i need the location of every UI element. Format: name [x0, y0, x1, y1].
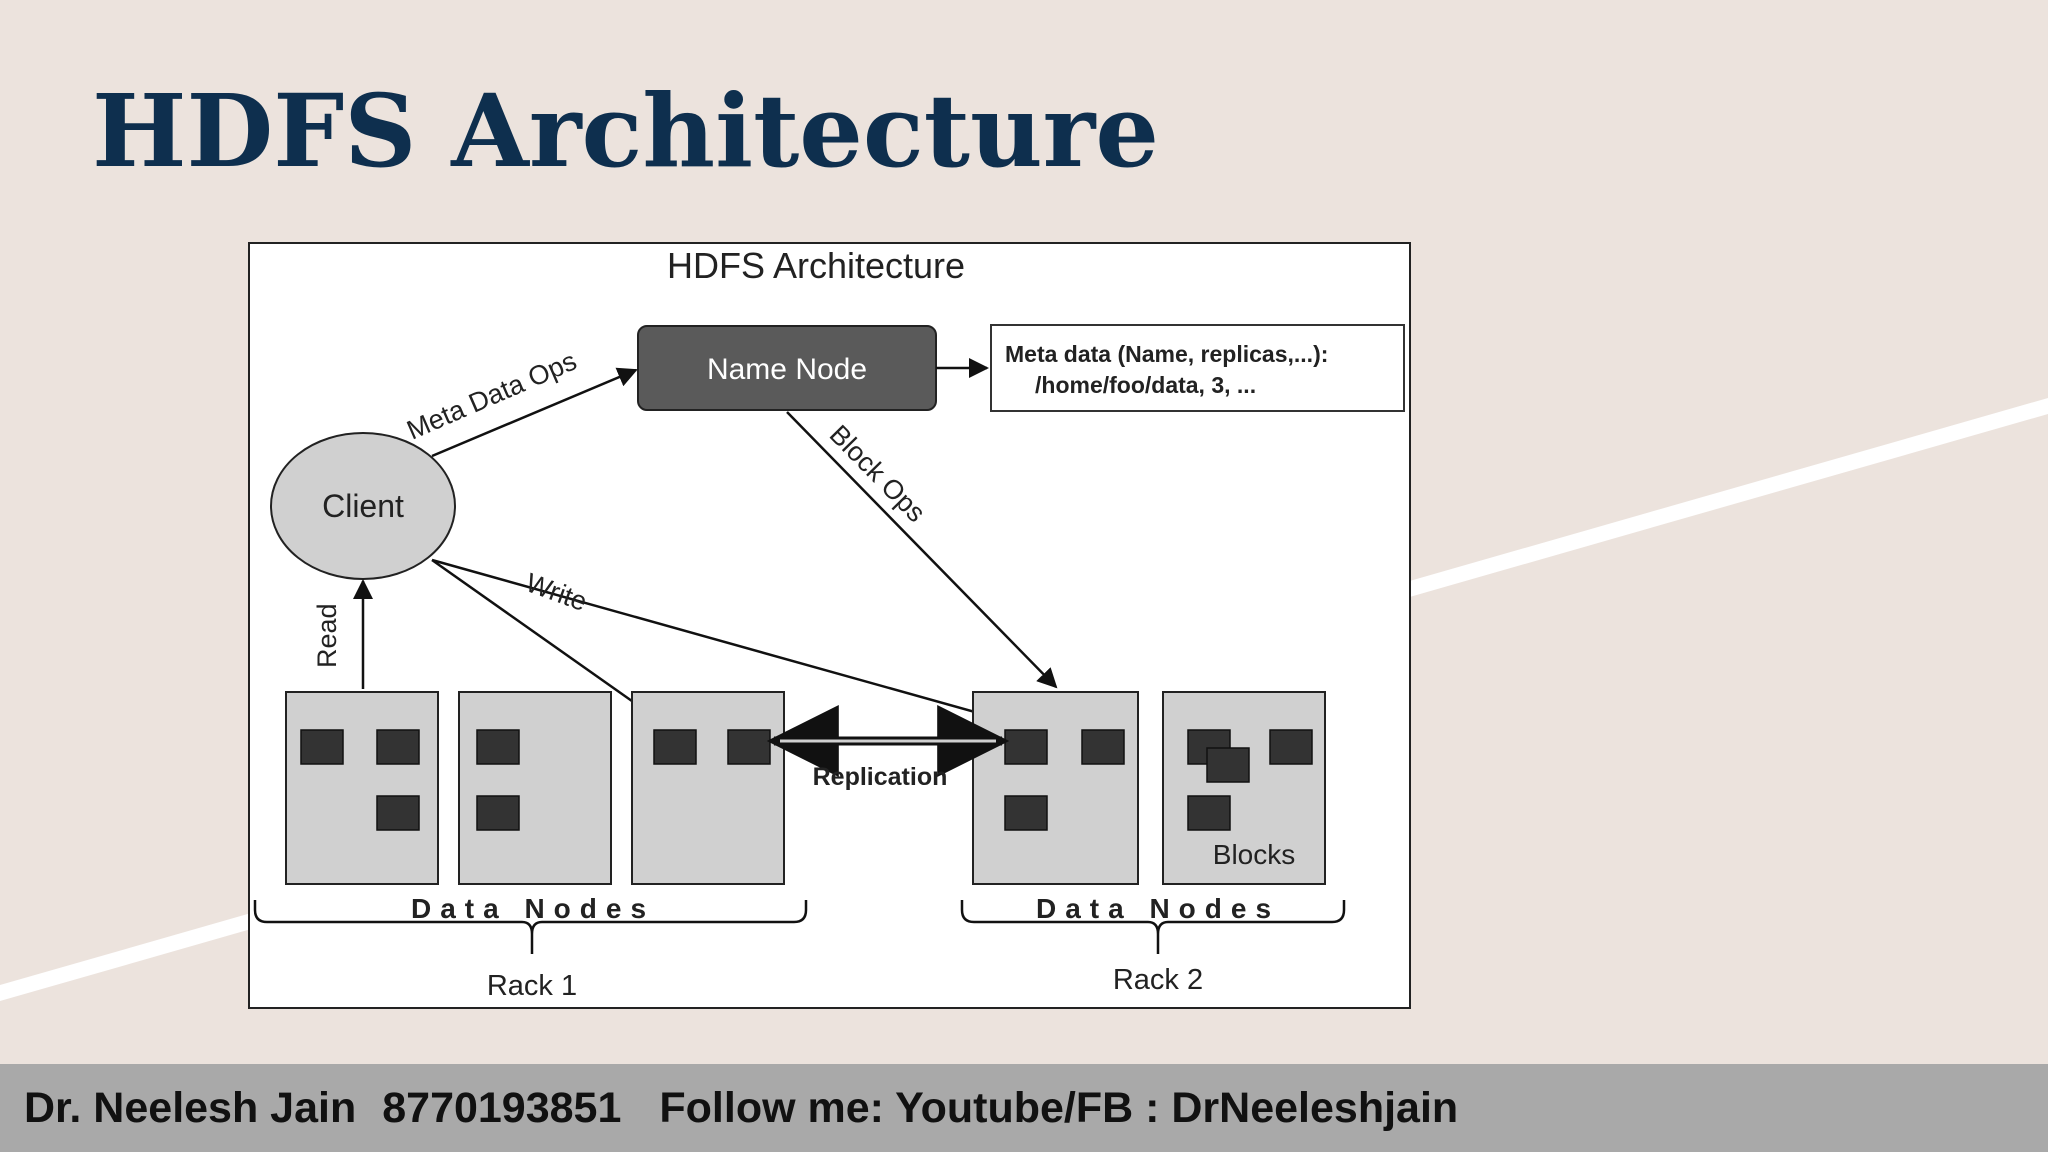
read-label: Read	[312, 603, 342, 668]
block	[1269, 729, 1313, 765]
block	[476, 795, 520, 831]
footer-phone: 8770193851	[382, 1083, 622, 1132]
slide-title: HDFS Architecture	[92, 72, 1159, 190]
footer-follow-text: Follow me: Youtube/FB : DrNeeleshjain	[659, 1083, 1459, 1132]
block-ops-arrow	[786, 411, 1058, 689]
block	[1004, 795, 1048, 831]
block	[1004, 729, 1048, 765]
rack1-data-nodes-label: Data Nodes	[411, 893, 655, 924]
footer-author: Dr. Neelesh Jain	[24, 1083, 357, 1132]
rack2-data-node-1	[972, 691, 1139, 885]
replication-label: Replication	[813, 763, 948, 791]
block	[1081, 729, 1125, 765]
rack1-label: Rack 1	[487, 970, 577, 1002]
block	[376, 729, 420, 765]
rack2-brace	[960, 900, 1346, 954]
block	[300, 729, 344, 765]
blocks-label: Blocks	[1213, 839, 1295, 870]
write-label: Write	[522, 567, 591, 617]
rack1-data-node-3	[631, 691, 785, 885]
metadata-box	[990, 324, 1405, 412]
metadata-line-1: Meta data (Name, replicas,...):	[1005, 341, 1328, 367]
name-node-label: Name Node	[707, 353, 867, 386]
rack2-data-node-2	[1162, 691, 1326, 885]
block	[1187, 795, 1231, 831]
hdfs-diagram: HDFS Architecture Name Node Meta data (N…	[248, 242, 1411, 1009]
block	[376, 795, 420, 831]
footer-bar: Dr. Neelesh Jain 8770193851 Follow me: Y…	[0, 1064, 2048, 1152]
rack1-brace	[253, 900, 808, 954]
block	[653, 729, 697, 765]
meta-data-ops-arrow	[431, 367, 638, 458]
block-ops-label: Block Ops	[824, 419, 932, 528]
rack2-label: Rack 2	[1113, 964, 1203, 996]
block	[1206, 747, 1250, 783]
block	[476, 729, 520, 765]
block	[727, 729, 771, 765]
rack1-data-node-2	[458, 691, 612, 885]
rack1-data-node-1	[285, 691, 439, 885]
client-label: Client	[322, 488, 404, 524]
metadata-line-2: /home/foo/data, 3, ...	[1035, 372, 1256, 398]
diagram-title: HDFS Architecture	[667, 245, 965, 286]
rack2-data-nodes-label: Data Nodes	[1036, 893, 1280, 924]
